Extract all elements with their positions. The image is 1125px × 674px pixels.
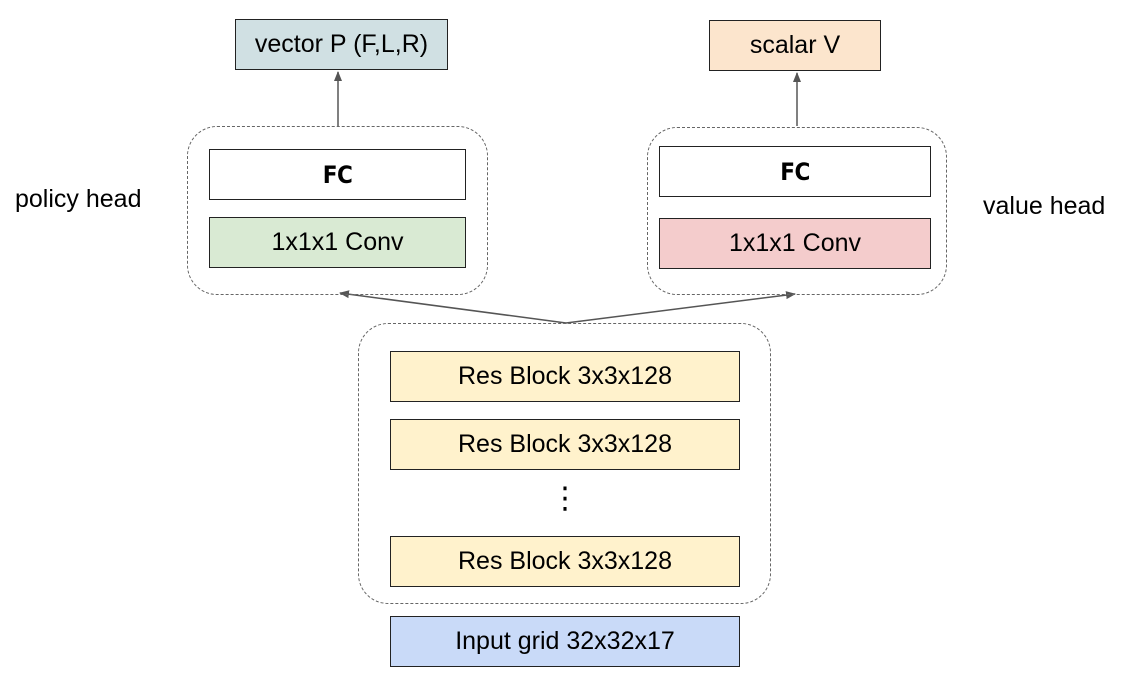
arrow-trunk-to-policy-head — [339, 290, 567, 324]
policy-fc-box: FC — [209, 149, 466, 200]
value-head-label: value head — [983, 192, 1106, 220]
res-block-n: Res Block 3x3x128 — [390, 536, 740, 587]
value-fc-box: FC — [659, 146, 931, 197]
policy-head-label: policy head — [15, 185, 142, 213]
value-output-box: scalar V — [709, 20, 881, 71]
value-head-group — [647, 127, 947, 295]
residual-trunk-group — [358, 323, 771, 604]
arrow-trunk-to-value-head — [565, 291, 796, 324]
policy-output-box: vector P (F,L,R) — [235, 19, 448, 70]
policy-conv-box: 1x1x1 Conv — [209, 217, 466, 268]
value-conv-box: 1x1x1 Conv — [659, 218, 931, 269]
ellipsis-icon: ⋮ — [550, 482, 580, 515]
res-block-2: Res Block 3x3x128 — [390, 419, 740, 470]
input-grid-box: Input grid 32x32x17 — [390, 616, 740, 667]
res-block-1: Res Block 3x3x128 — [390, 351, 740, 402]
policy-head-group — [187, 126, 488, 295]
